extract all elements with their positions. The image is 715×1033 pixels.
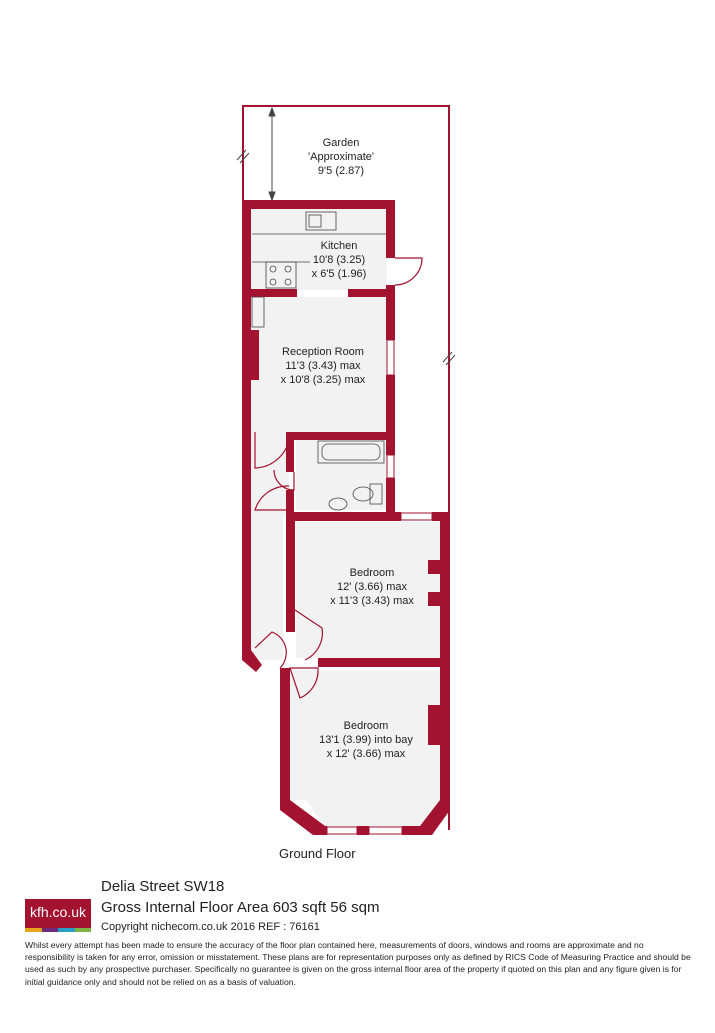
bath [317, 440, 385, 464]
basin [328, 497, 348, 511]
reception-label-line3: x 10'8 (3.25) max [281, 374, 366, 386]
logo-color-bar [25, 928, 91, 932]
boundary-break-marks [236, 149, 456, 366]
kitchen-sink [305, 211, 337, 231]
bedroom-1-label-line2: 12' (3.66) max [337, 581, 407, 593]
copyright: Copyright nichecom.co.uk 2016 REF : 7616… [101, 921, 320, 933]
bedroom-2-label-line3: x 12' (3.66) max [327, 748, 406, 760]
logo-bar-3 [58, 928, 75, 932]
toilet [369, 483, 383, 505]
garden-label-line2: 'Approximate' [308, 151, 374, 163]
kitchen-label: Kitchen [321, 240, 358, 252]
room-floors [251, 209, 440, 828]
windows [326, 339, 433, 835]
bedroom-2-label-line2: 13'1 (3.99) into bay [319, 734, 413, 746]
bedroom-1-label: Bedroom [350, 567, 395, 579]
floor-plan: Garden 'Approximate' 9'5 (2.87) Kitchen … [236, 105, 456, 835]
logo-text: kfh.co.uk [29, 904, 87, 920]
logo-bar-2 [41, 928, 58, 932]
garden-label-line3: 9'5 (2.87) [318, 165, 364, 177]
garden-dimension-arrow [268, 106, 276, 202]
property-address: Delia Street SW18 [101, 878, 225, 895]
walls [242, 200, 450, 835]
room-labels: Garden 'Approximate' 9'5 (2.87) Kitchen … [281, 137, 415, 760]
bedroom-1-label-line3: x 11'3 (3.43) max [330, 595, 414, 607]
kitchen-label-line3: x 6'5 (1.96) [312, 268, 367, 280]
bedroom-2-label: Bedroom [344, 720, 389, 732]
disclaimer: Whilst every attempt has been made to en… [25, 940, 691, 987]
logo-bar-4 [74, 928, 91, 932]
floor-area: Gross Internal Floor Area 603 sqft 56 sq… [101, 899, 380, 916]
kfh-logo: kfh.co.uk [25, 899, 91, 932]
fixtures [251, 211, 386, 511]
kitchen-label-line2: 10'8 (3.25) [313, 254, 365, 266]
doors [254, 257, 423, 699]
logo-bar-1 [25, 928, 42, 932]
reception-label: Reception Room [282, 346, 364, 358]
garden-label: Garden [323, 137, 360, 149]
floor-label: Ground Floor [279, 846, 356, 861]
reception-label-line2: 11'3 (3.43) max [285, 360, 361, 372]
